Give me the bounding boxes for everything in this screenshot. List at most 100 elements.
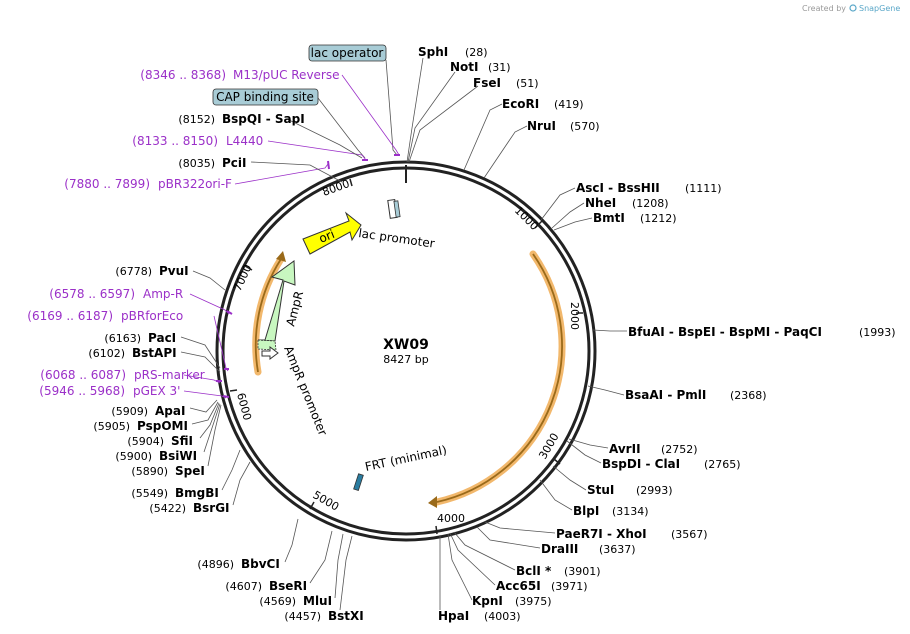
- lac-operator-label: lac operator: [311, 46, 384, 60]
- site-position: (8152): [178, 113, 215, 126]
- leader-line: [592, 329, 627, 332]
- site-name: BspDI - ClaI: [602, 457, 680, 471]
- leader-line: [406, 57, 424, 163]
- credit-brand: SnapGene: [859, 4, 900, 13]
- site-bstxi: BstXI (4457): [284, 535, 364, 623]
- site-name: SpeI: [175, 464, 205, 478]
- feature-lac-promoter: lac promoter: [358, 198, 436, 251]
- site-pspomi: PspOMI (5905): [93, 401, 219, 433]
- site-position: (2993): [636, 484, 673, 497]
- site-name: BmgBI: [175, 486, 219, 500]
- lac-promoter-label: lac promoter: [358, 226, 436, 251]
- site-position: (5890): [131, 465, 168, 478]
- site-name: AscI - BssHII: [576, 181, 660, 195]
- site-bcli: BclI * (3901): [453, 531, 601, 578]
- site-position: (6102): [88, 347, 125, 360]
- site-asci-bsshii: AscI - BssHII (1111): [540, 181, 722, 221]
- plasmid-title: XW09 8427 bp: [383, 337, 429, 366]
- site-position: (3637): [599, 543, 636, 556]
- leader-line: [553, 217, 593, 231]
- leader-line: [540, 187, 576, 221]
- site-position: (28): [465, 46, 488, 59]
- site-position: (5905): [93, 420, 130, 433]
- primer-range: (6169 .. 6187): [27, 309, 113, 323]
- site-position: (419): [554, 98, 584, 111]
- orf-arrowhead-icon: [276, 251, 286, 262]
- tick-mark: [349, 178, 353, 187]
- leader-line: [183, 390, 227, 399]
- site-name: BbvCI: [241, 557, 280, 571]
- site-position: (5904): [127, 435, 164, 448]
- cap-binding-site-label: CAP binding site: [216, 90, 314, 104]
- leader-line: [250, 161, 343, 183]
- plasmid-length: 8427 bp: [383, 353, 428, 366]
- site-spei: SpeI (5890): [131, 404, 222, 478]
- site-nrui: NruI (570): [483, 119, 600, 179]
- site-position: (51): [516, 77, 539, 90]
- site-pvui: PvuI (6778): [115, 264, 226, 291]
- leader-line: [449, 532, 496, 586]
- site-ecori: EcoRI (419): [463, 97, 584, 171]
- tick-label: 4000: [437, 512, 465, 525]
- feature-ampr: AmpR: [257, 260, 306, 351]
- leader-line: [180, 351, 221, 373]
- leader-line: [267, 140, 367, 161]
- primer-name: Amp-R: [143, 287, 183, 301]
- feature-ampr-promoter: AmpR promoter: [261, 344, 330, 438]
- snapgene-logo-icon: [849, 4, 857, 12]
- tick-label: 2000: [568, 302, 581, 330]
- primer-name: M13/pUC Reverse: [233, 68, 340, 82]
- site-position: (5549): [131, 487, 168, 500]
- site-position: (3567): [671, 528, 708, 541]
- leader-line: [552, 465, 587, 491]
- site-position: (3971): [551, 580, 588, 593]
- site-sfii: SfiI (5904): [127, 402, 220, 448]
- site-name: NotI: [450, 60, 479, 74]
- site-avrii: AvrII (2752): [568, 438, 698, 456]
- orf-arc-right-line: [436, 253, 563, 503]
- leader-line: [484, 521, 556, 534]
- site-bmgbi: BmgBI (5549): [131, 449, 241, 500]
- restriction-sites: SphI (28) NotI (31) FseI (51) EcoRI (419…: [88, 45, 895, 623]
- feature-ori: ori: [302, 211, 362, 255]
- ori-label: ori: [317, 227, 337, 246]
- tick-mark: [435, 525, 438, 535]
- leader-line: [317, 97, 366, 159]
- site-position: (8035): [178, 157, 215, 170]
- site-name: SfiI: [171, 434, 193, 448]
- backbone: [215, 160, 597, 542]
- leader-line: [568, 438, 609, 449]
- site-bspdi-clai: BspDI - ClaI (2765): [566, 440, 741, 471]
- credit-line: Created by SnapGene: [802, 4, 900, 13]
- primer-range: (6068 .. 6087): [40, 368, 126, 382]
- site-position: (6163): [104, 332, 141, 345]
- credit-prefix: Created by: [802, 4, 846, 13]
- primer-name: pRS-marker: [134, 368, 205, 382]
- site-position: (3134): [612, 505, 649, 518]
- primer-l4440: (8133 .. 8150) L4440: [132, 134, 368, 161]
- ampr-promoter-arrow-icon: [261, 346, 279, 360]
- site-position: (4457): [284, 610, 321, 623]
- tick-mark: [309, 501, 315, 510]
- leader-line: [339, 535, 353, 611]
- site-bsaai-pmli: BsaAI - PmlI (2368): [587, 385, 767, 402]
- site-position: (1208): [632, 197, 669, 210]
- site-position: (5422): [149, 502, 186, 515]
- leader-line: [207, 404, 222, 467]
- primer-name: pGEX 3': [133, 384, 180, 398]
- site-draiii: DraIII (3637): [476, 526, 636, 556]
- site-bspqi-sapi: BspQI - SapI (8152): [178, 112, 363, 159]
- ampr-promoter-label: AmpR promoter: [281, 344, 330, 438]
- leader-line: [309, 530, 333, 584]
- site-name: PacI: [148, 331, 176, 345]
- leader-line: [284, 518, 299, 563]
- leader-line: [453, 531, 516, 571]
- site-name: NruI: [527, 119, 556, 133]
- ori-arrow-icon: [302, 211, 362, 255]
- leader-line: [463, 103, 503, 171]
- leader-line: [192, 270, 226, 291]
- leader-line: [191, 401, 219, 425]
- frt-icon: [353, 473, 364, 492]
- primer-range: (7880 .. 7899): [64, 177, 150, 191]
- orf-arc-left-line: [254, 258, 282, 373]
